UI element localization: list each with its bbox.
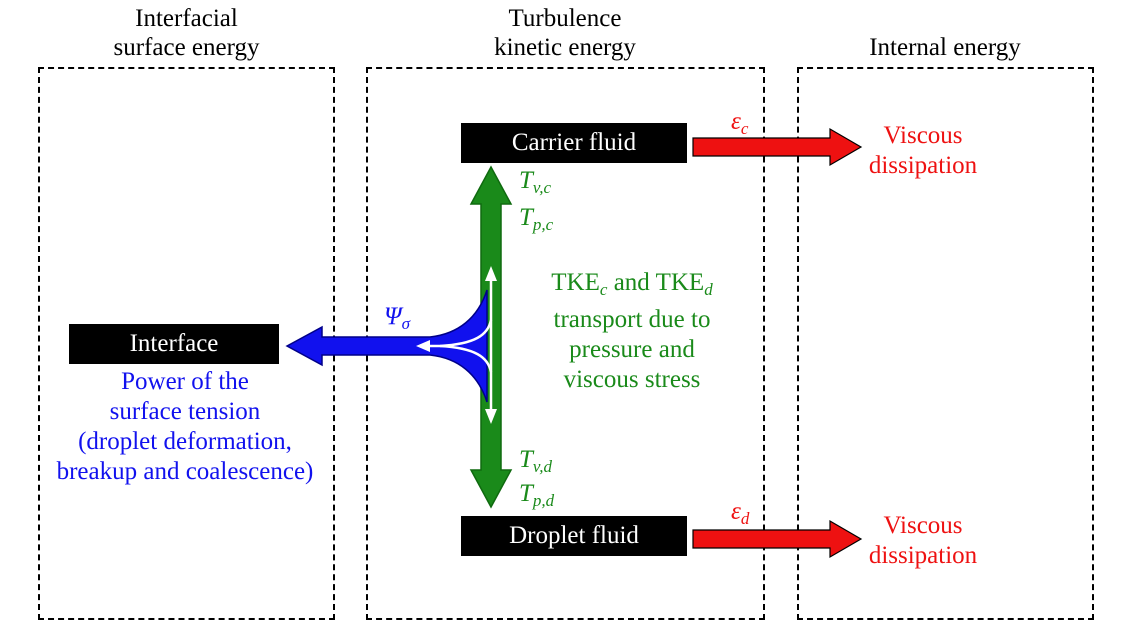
epsilon-d-base: ε	[731, 498, 741, 525]
t-p-c-symbol: Tp,c	[519, 203, 553, 240]
surface-tension-power-arrow	[285, 289, 488, 403]
tke-transport-line4: viscous stress	[563, 366, 701, 393]
t-p-d-base: T	[519, 480, 533, 507]
t-v-d-symbol: Tv,d	[519, 445, 552, 482]
kinetic-energy-heading: Turbulence kinetic energy	[366, 4, 764, 62]
psi-sub: σ	[401, 314, 410, 333]
viscous-dissipation-top-line1: Viscous	[883, 122, 963, 149]
psi-sigma-symbol: Ψσ	[384, 302, 410, 339]
t-p-c-base: T	[519, 204, 533, 231]
viscous-dissipation-bottom-line2: dissipation	[868, 542, 978, 569]
tke-transport-line3: pressure and	[569, 336, 695, 363]
tke-transport-line2: transport due to	[553, 306, 711, 333]
epsilon-c-symbol: εc	[731, 107, 748, 144]
interface-description-line1: Power of the	[121, 368, 249, 395]
t-v-c-symbol: Tv,c	[519, 166, 551, 203]
t-v-c-base: T	[519, 167, 533, 194]
carrier-fluid-box: Carrier fluid	[461, 123, 687, 163]
internal-energy-heading-title: Internal energy	[869, 34, 1021, 61]
kinetic-energy-heading-line1: Turbulence	[508, 5, 622, 32]
tke-c-label: TKE	[551, 269, 600, 296]
internal-energy-region	[797, 67, 1094, 620]
interface-description: Power of the surface tension (droplet de…	[35, 367, 335, 487]
t-v-d-sub: v,d	[532, 457, 552, 476]
tke-d-subscript: d	[704, 280, 713, 299]
tke-transport-description: TKEc and TKEd transport due to pressure …	[512, 268, 752, 395]
internal-energy-heading: Internal energy	[797, 33, 1093, 62]
droplet-fluid-box: Droplet fluid	[461, 516, 687, 556]
tke-c-subscript: c	[599, 280, 608, 299]
white-arrowheads	[416, 266, 497, 424]
psi-base: Ψ	[384, 303, 402, 330]
t-p-d-sub: p,d	[532, 491, 555, 510]
tke-and: and	[613, 269, 650, 296]
surface-energy-heading-line2: surface energy	[113, 34, 260, 61]
epsilon-c-sub: c	[740, 119, 749, 138]
interface-description-line4: breakup and coalescence)	[56, 458, 314, 485]
viscous-dissipation-top: Viscous dissipation	[848, 121, 998, 181]
interface-description-line2: surface tension	[109, 398, 261, 425]
t-p-d-symbol: Tp,d	[519, 479, 554, 516]
interface-description-line3: (droplet deformation,	[78, 428, 292, 455]
viscous-dissipation-top-line2: dissipation	[868, 152, 978, 179]
surface-energy-heading-line1: Interfacial	[135, 5, 238, 32]
epsilon-d-symbol: εd	[731, 497, 749, 534]
droplet-dissipation-arrow	[692, 519, 863, 559]
t-p-c-sub: p,c	[532, 215, 554, 234]
t-v-d-base: T	[519, 446, 533, 473]
t-v-c-sub: v,c	[532, 178, 551, 197]
epsilon-c-base: ε	[731, 108, 741, 135]
carrier-dissipation-arrow	[692, 127, 863, 167]
interface-box: Interface	[69, 324, 279, 364]
epsilon-d-sub: d	[740, 509, 750, 528]
viscous-dissipation-bottom-line1: Viscous	[883, 512, 963, 539]
tke-transport-line1: TKEc and TKEd	[512, 268, 752, 305]
viscous-dissipation-bottom: Viscous dissipation	[848, 511, 998, 571]
tke-d-label: TKE	[655, 269, 705, 296]
kinetic-energy-heading-line2: kinetic energy	[494, 34, 636, 61]
surface-energy-heading: Interfacial surface energy	[38, 4, 335, 62]
